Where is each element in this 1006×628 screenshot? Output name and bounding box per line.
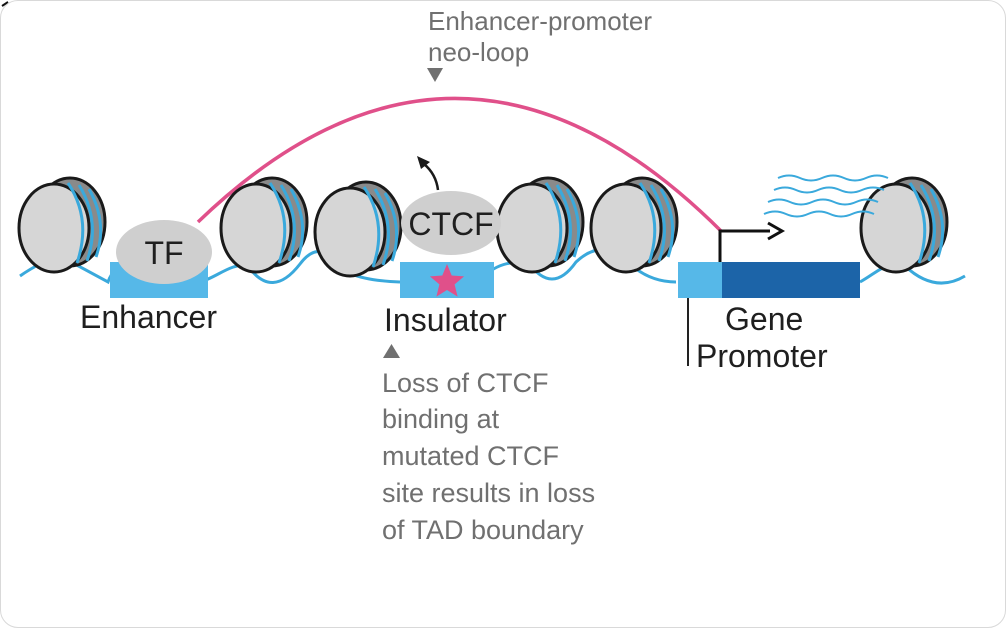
neo-loop-label-line-2: neo-loop bbox=[428, 37, 529, 67]
enhancer-label: Enhancer bbox=[80, 299, 217, 335]
promoter-label: Promoter bbox=[696, 338, 828, 374]
transcripts-icon bbox=[763, 174, 889, 218]
nucleosome-1 bbox=[17, 176, 107, 274]
neo-loop-label-line-1: Enhancer-promoter bbox=[428, 6, 652, 36]
nucleosome-3 bbox=[313, 180, 403, 278]
neo-loop-pointer-icon bbox=[427, 68, 443, 82]
nucleosome-6 bbox=[859, 176, 949, 274]
gene-body bbox=[722, 262, 860, 298]
loss-note-line-5: of TAD boundary bbox=[382, 515, 584, 545]
tf-protein bbox=[116, 220, 212, 284]
tf-label: TF bbox=[144, 235, 183, 271]
ctcf-arrow-head-icon bbox=[417, 156, 430, 169]
loss-note-pointer-icon bbox=[383, 344, 400, 358]
transcription-start-arrow-icon bbox=[718, 229, 770, 262]
nucleosome-5 bbox=[589, 176, 679, 274]
insulator-label: Insulator bbox=[384, 302, 507, 338]
gene-label: Gene bbox=[725, 301, 803, 337]
ctcf-protein bbox=[401, 191, 501, 255]
loss-note-line-1: Loss of CTCF bbox=[382, 368, 549, 398]
mutation-star-icon bbox=[429, 264, 465, 297]
loss-note-line-3: mutated CTCF bbox=[382, 441, 559, 471]
nucleosome-2 bbox=[219, 176, 309, 274]
loss-note-line-4: site results in loss bbox=[382, 478, 595, 508]
corner-mark bbox=[1, 1, 9, 7]
tss-arrow-head-icon bbox=[767, 221, 786, 241]
promoter-box bbox=[678, 262, 722, 298]
loss-note-line-2: binding at bbox=[382, 404, 500, 434]
nucleosome-4 bbox=[495, 176, 585, 274]
neo-loop-arc bbox=[196, 96, 724, 234]
ctcf-label: CTCF bbox=[408, 206, 493, 242]
dna-strand bbox=[19, 248, 966, 285]
ctcf-release-arrow-icon bbox=[423, 163, 440, 191]
